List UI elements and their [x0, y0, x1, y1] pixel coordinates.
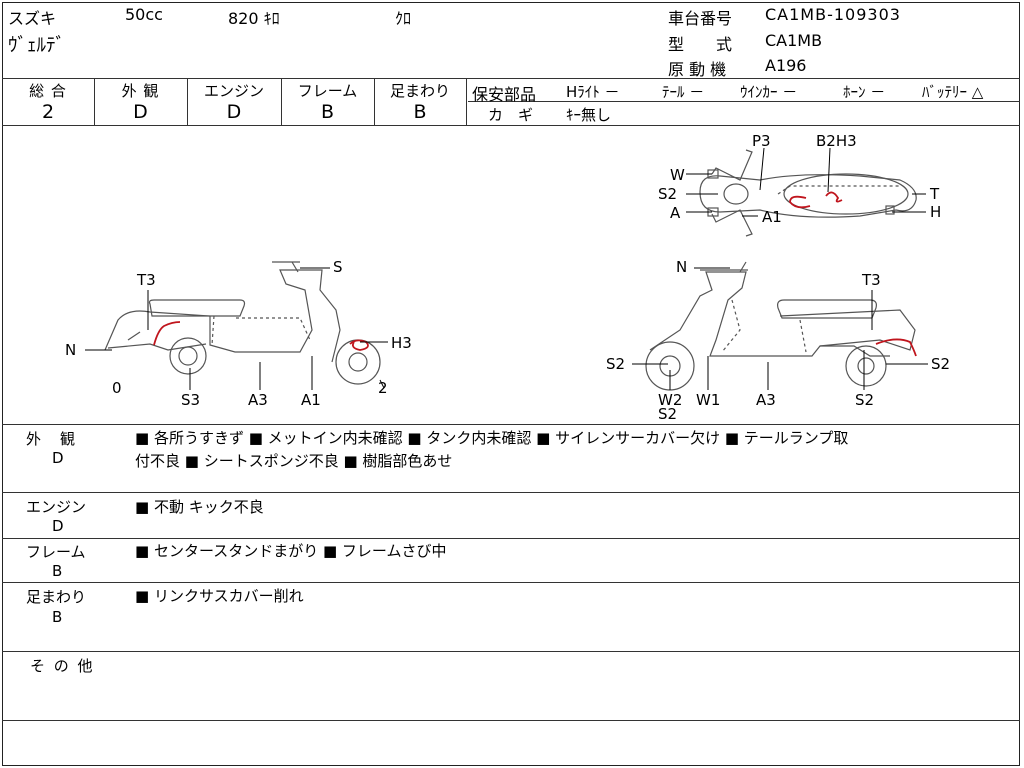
- grade-suspension-value: B: [413, 101, 427, 123]
- scooter-right-side-view: [645, 261, 916, 391]
- safety-title: 保安部品: [472, 85, 537, 104]
- grade-exterior-label: 外 観: [121, 82, 160, 100]
- divider: [2, 492, 1020, 493]
- mark-0: 0: [112, 379, 122, 397]
- key-label: カ ギ: [488, 106, 534, 124]
- grade-frame-label: フレーム: [297, 82, 358, 100]
- frame-no: CA1MB-109303: [765, 5, 901, 24]
- section-engine-title: エンジン: [26, 498, 87, 516]
- type-value: CA1MB: [765, 31, 823, 50]
- section-engine-notes: ■ 不動 キック不良: [135, 498, 264, 516]
- mark-s2: S2: [658, 405, 678, 423]
- divider: [374, 78, 375, 125]
- safety-horn: ﾎｰﾝ －: [843, 83, 886, 101]
- mark-s2: S2: [931, 355, 951, 373]
- section-other-title: そ の 他: [30, 657, 95, 675]
- section-suspension-notes: ■ リンクサスカバー削れ: [135, 587, 304, 605]
- divider: [94, 78, 95, 125]
- mark-a1: A1: [301, 391, 321, 409]
- mark-n: N: [65, 341, 77, 359]
- scooter-left-side-view: [104, 261, 381, 385]
- grade-frame-value: B: [320, 101, 335, 123]
- safety-winker: ｳｲﾝｶｰ －: [740, 83, 798, 101]
- divider: [2, 582, 1020, 583]
- divider: [2, 651, 1020, 652]
- displacement: 50cc: [125, 5, 163, 24]
- mark-b2h3: B2H3: [816, 132, 857, 150]
- grade-overall-label: 総 合: [29, 82, 67, 100]
- section-exterior-notes-line2: 付不良 ■ シートスポンジ不良 ■ 樹脂部色あせ: [135, 452, 453, 470]
- grade-suspension-label: 足まわり: [389, 82, 450, 100]
- leader-lines: [85, 147, 928, 390]
- grade-overall-value: 2: [41, 101, 55, 123]
- mark-s3: S3: [181, 391, 201, 409]
- section-frame-title: フレーム: [26, 543, 86, 561]
- section-exterior-title: 外 観: [26, 430, 78, 448]
- section-exterior-grade: D: [52, 449, 64, 467]
- divider: [187, 78, 188, 125]
- mark-a3: A3: [756, 391, 776, 409]
- divider: [2, 720, 1020, 721]
- color: ｸﾛ: [395, 9, 412, 28]
- divider: [2, 125, 1020, 126]
- section-engine-grade: D: [52, 517, 64, 535]
- mark-w2: W2: [658, 391, 683, 409]
- mark-s: S: [333, 258, 343, 276]
- damage-marks: [153, 191, 917, 357]
- safety-battery: ﾊﾞｯﾃﾘｰ △: [922, 83, 984, 101]
- mark-t3: T3: [137, 271, 156, 289]
- type-label: 型 式: [668, 35, 733, 54]
- safety-headlight: Hﾗｲﾄ －: [566, 83, 620, 101]
- mark-s2: S2: [658, 185, 678, 203]
- mark-t3: T3: [862, 271, 881, 289]
- scooter-diagram: [85, 147, 928, 391]
- grade-exterior-value: D: [133, 101, 148, 123]
- scooter-top-view: [699, 149, 917, 237]
- key-value: ｷｰ無し: [566, 106, 612, 124]
- model-name: ｳﾞｪﾙﾃﾞ: [8, 34, 66, 56]
- maker: スズキ: [8, 9, 57, 28]
- section-exterior-notes-line1: ■ 各所うすきず ■ メットイン内未確認 ■ タンク内未確認 ■ サイレンサーカ…: [135, 429, 849, 447]
- mark-w: W: [670, 166, 685, 184]
- mark-a1: A1: [762, 208, 782, 226]
- mark-h: H: [930, 203, 942, 221]
- mark-t: T: [930, 185, 940, 203]
- mark-s2: S2: [606, 355, 626, 373]
- mark-n: N: [676, 258, 688, 276]
- safety-tail: ﾃｰﾙ －: [662, 83, 705, 101]
- grade-engine-label: エンジン: [203, 82, 264, 100]
- divider: [2, 424, 1020, 425]
- divider: [2, 538, 1020, 539]
- divider: [2, 78, 1020, 79]
- engine-label: 原 動 機: [668, 60, 727, 79]
- mileage: 820 ｷﾛ: [228, 9, 280, 28]
- mark-s2: S2: [855, 391, 875, 409]
- mark-p3: P3: [752, 132, 771, 150]
- mark-h3: H3: [391, 334, 412, 352]
- mark-w1: W1: [696, 391, 721, 409]
- section-suspension-grade: B: [52, 608, 63, 626]
- mark-a: A: [670, 204, 681, 222]
- divider: [281, 78, 282, 125]
- divider: [468, 101, 1020, 102]
- divider: [466, 78, 467, 125]
- section-frame-notes: ■ センタースタンドまがり ■ フレームさび中: [135, 542, 447, 560]
- grade-engine-value: D: [226, 101, 242, 123]
- section-frame-grade: B: [52, 562, 63, 580]
- section-suspension-title: 足まわり: [26, 588, 87, 606]
- frame-no-label: 車台番号: [668, 9, 733, 28]
- engine-value: A196: [765, 56, 807, 75]
- mark-a3: A3: [248, 391, 268, 409]
- mark-2: 2: [378, 379, 388, 397]
